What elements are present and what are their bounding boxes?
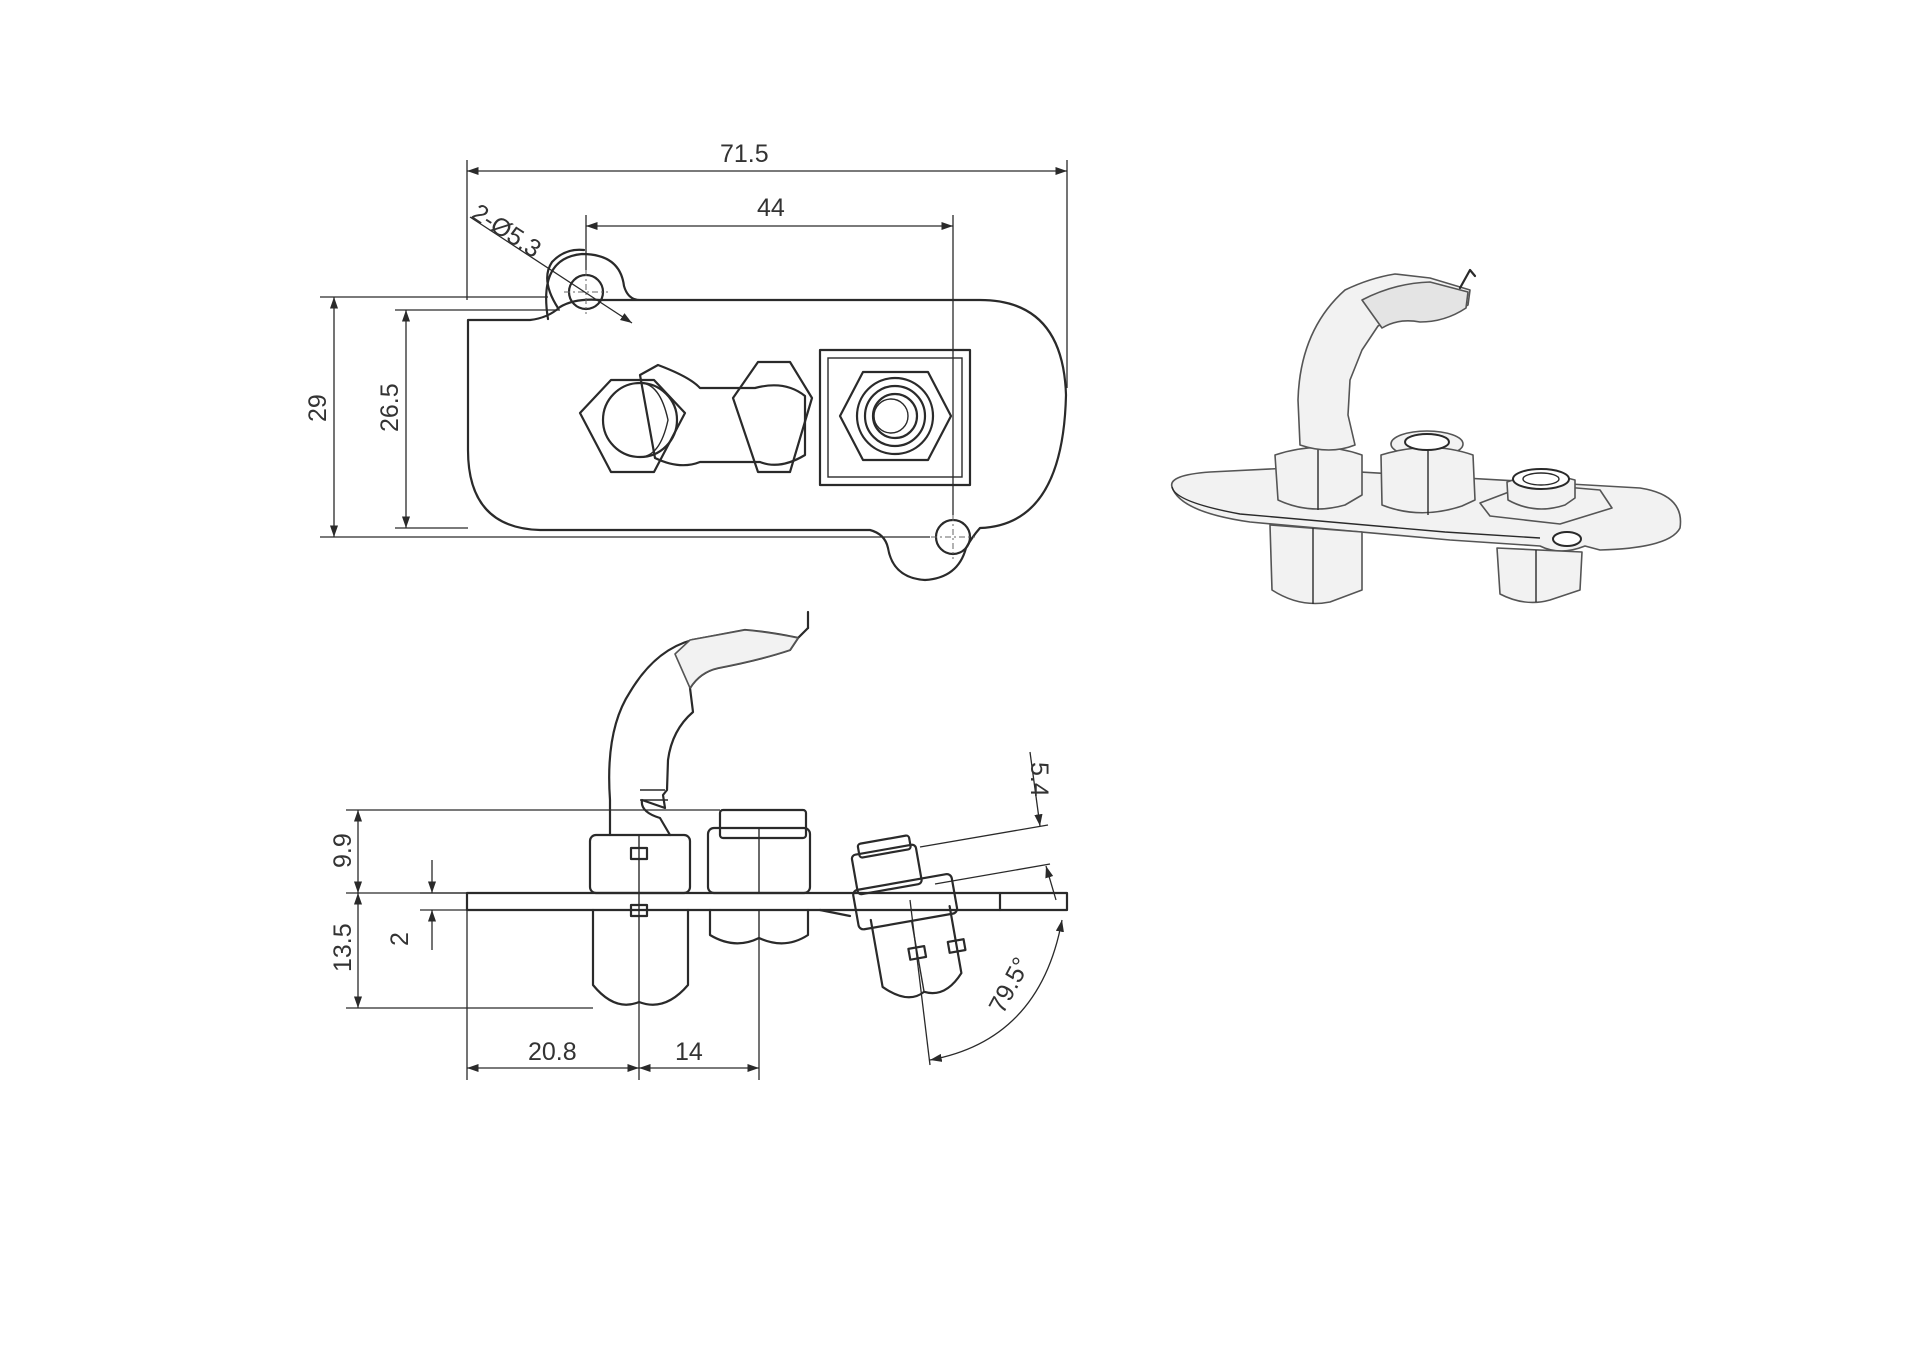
iso-lower-nut-left <box>1269 524 1363 605</box>
elbow-body-top <box>638 363 807 467</box>
plate-top-left-lug <box>546 248 586 310</box>
dim-overall-length: 71.5 <box>720 140 769 168</box>
hex-nut-middle <box>731 360 814 474</box>
side-view <box>465 610 1069 1006</box>
dim-offset-1: 20.8 <box>528 1038 577 1066</box>
dim-angle: 79.5° <box>984 953 1036 1018</box>
plate-outline-top <box>466 252 1068 582</box>
top-view <box>466 248 1068 582</box>
bore-outer <box>855 376 935 456</box>
dim-above-plate: 9.9 <box>329 833 357 868</box>
dim-hole-spacing: 44 <box>757 194 785 222</box>
dim-offset-3: 5.4 <box>1025 762 1053 797</box>
dim-offset-2: 14 <box>675 1038 703 1066</box>
dim-plate-thickness: 2 <box>386 932 414 946</box>
square-flange <box>818 348 972 487</box>
angled-fitting <box>850 834 967 999</box>
hex-nut-left-lower <box>591 908 690 1006</box>
dim-below-plate: 13.5 <box>329 923 357 972</box>
isometric-view <box>1170 268 1682 605</box>
plate-side <box>465 891 1069 912</box>
top-view-dimensions: 71.5 44 2-Ø5.3 29 26.5 <box>304 140 1068 538</box>
cap-middle <box>718 808 808 840</box>
iso-lower-nut-right <box>1496 547 1583 604</box>
dim-overall-height: 29 <box>304 394 332 422</box>
hex-nut-left-upper <box>588 833 692 895</box>
dim-body-height: 26.5 <box>376 383 404 432</box>
dim-hole-callout: 2-Ø5.3 <box>467 199 546 264</box>
hex-nut-left <box>578 378 687 474</box>
hex-nut-right <box>838 370 953 462</box>
